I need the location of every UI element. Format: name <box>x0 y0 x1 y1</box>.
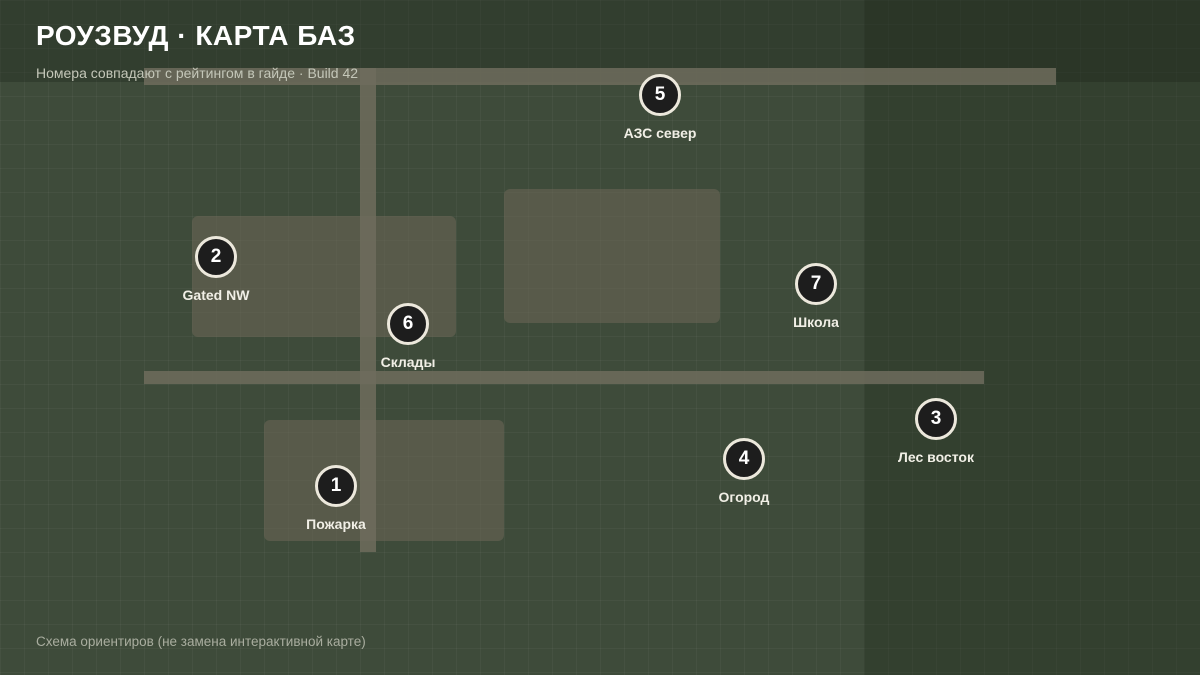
page-title: РОУЗВУД · КАРТА БАЗ <box>36 20 356 51</box>
base-marker-5[interactable]: 5 <box>639 74 681 116</box>
page-subtitle: Номера совпадают с рейтингом в гайде · B… <box>36 65 359 81</box>
city-block-center <box>504 189 720 323</box>
base-label-2: Gated NW <box>182 287 250 303</box>
city-block-south <box>264 420 504 541</box>
base-label-5: АЗС север <box>623 125 697 141</box>
base-marker-6[interactable]: 6 <box>387 303 429 345</box>
base-marker-4[interactable]: 4 <box>723 438 765 480</box>
base-label-3: Лес восток <box>898 449 974 465</box>
base-label-1: Пожарка <box>306 516 366 532</box>
map-footnote: Схема ориентиров (не замена интерактивно… <box>36 634 366 649</box>
base-marker-1[interactable]: 1 <box>315 465 357 507</box>
road-middle <box>144 371 984 384</box>
road-vertical <box>360 68 376 552</box>
map-shade-right <box>864 0 1200 675</box>
base-marker-2[interactable]: 2 <box>195 236 237 278</box>
base-label-4: Огород <box>718 489 770 505</box>
base-label-7: Школа <box>793 314 839 330</box>
base-marker-3[interactable]: 3 <box>915 398 957 440</box>
base-label-6: Склады <box>380 354 436 370</box>
base-marker-7[interactable]: 7 <box>795 263 837 305</box>
